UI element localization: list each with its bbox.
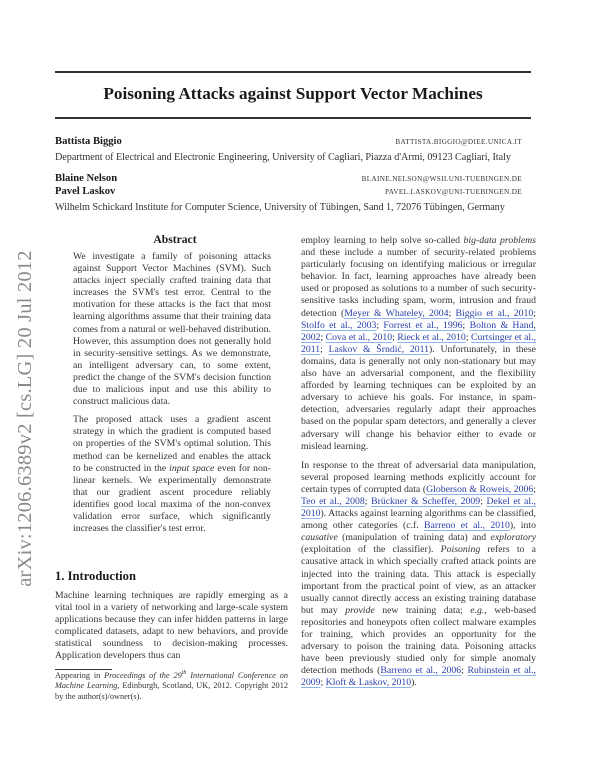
superscript: th [181,670,187,677]
citation-link[interactable]: Dekel et al., 2010 [301,495,536,520]
text-run: ). Unfortunately, in these domains, data… [301,343,536,452]
right-column-body: employ learning to help solve so-called … [301,235,536,696]
citation-link[interactable]: Meyer & Whateley, 2004 [344,307,449,319]
paper-title: Poisoning Attacks against Support Vector… [103,84,483,103]
text-run: new training data; [374,604,471,616]
text-run: , Edinburgh, Scotland, UK, 2012. Copyrig… [55,681,288,701]
footnote-rule [55,669,112,670]
author-row: Pavel Laskov pavel.laskov@uni-tuebingen.… [55,186,531,198]
citation-link[interactable]: Globerson & Roweis, 2006 [426,483,534,495]
body-paragraph: employ learning to help solve so-called … [301,235,537,452]
text-run: Appearing in [55,671,105,680]
text-run: (exploitation of the classifier). [301,544,441,556]
affiliation: Department of Electrical and Electronic … [55,152,511,163]
text-run: even for non-linear kernels. We experime… [73,462,271,535]
emphasis: exploratory [490,532,537,544]
author-block-cagliari: Battista Biggio battista.biggio@diee.uni… [55,136,531,163]
emphasis: e.g. [470,604,485,616]
citation-link[interactable]: Cova et al., 2010 [325,331,393,343]
author-name: Battista Biggio [55,136,122,147]
text-run: refers to a causative attack in which sp… [301,544,536,616]
intro-paragraph: Machine learning techniques are rapidly … [55,590,288,662]
text-run: In response to the threat of adversarial… [301,459,536,495]
author-row: Blaine Nelson blaine.nelson@wsii.uni-tue… [55,173,531,185]
text-run: The proposed attack uses a gradient asce… [73,414,271,474]
citation-link[interactable]: Teo et al., 2008 [301,495,365,507]
abstract-heading: Abstract [153,233,197,246]
emphasis: International Conference on Machine Lear… [55,671,288,691]
text-run: employ learning to help solve so-called [301,235,464,246]
emphasis: causative [301,532,338,544]
author-row: Battista Biggio battista.biggio@diee.uni… [55,136,531,148]
author-block-tuebingen: Blaine Nelson blaine.nelson@wsii.uni-tue… [55,173,531,213]
author-email[interactable]: battista.biggio@diee.unica.it [395,138,522,146]
citation-link[interactable]: Bolton & Hand, 2002 [301,319,536,343]
author-name: Blaine Nelson [55,173,118,184]
citation-link[interactable]: Kloft & Laskov, 2010 [325,677,412,689]
citation-link[interactable]: Curtsinger et al., 2011 [301,331,537,355]
affiliation: Wilhelm Schickard Institute for Computer… [55,202,505,213]
citation-link[interactable]: Brückner & Scheffer, 2009 [371,495,481,507]
author-name: Pavel Laskov [55,186,116,197]
title-rule-top [55,71,531,73]
citation-link[interactable]: Rubinstein et al., 2009 [301,665,536,689]
emphasis: big-data problems [463,235,536,246]
citation-link[interactable]: Stolfo et al., 2003 [301,319,377,331]
author-email[interactable]: blaine.nelson@wsii.uni-tuebingen.de [361,175,522,183]
title-rule-bottom [55,117,531,119]
text-run: and these include a number of security-r… [301,247,536,319]
citation-link[interactable]: Barreno et al., 2006 [380,665,462,677]
arxiv-identifier: arXiv:1206.6389v2 [cs.LG] 20 Jul 2012 [13,249,36,587]
citation-link[interactable]: Forrest et al., 1996 [383,319,463,331]
abstract-paragraph: The proposed attack uses a gradient asce… [73,414,271,535]
emphasis: Proceedings of the 29 [104,671,182,680]
introduction-body: Machine learning techniques are rapidly … [55,590,288,669]
body-paragraph: In response to the threat of adversarial… [301,459,537,689]
footnote: Appearing in Proceedings of the 29th Int… [55,670,288,702]
citation-link[interactable]: Barreno et al., 2010 [424,520,510,532]
text-run: ), into [509,520,536,532]
text-run: , web-based repositories and honeypots o… [301,604,536,677]
emphasis: input space [169,462,215,474]
section-heading-introduction: 1. Introduction [55,569,136,583]
abstract-paragraph: We investigate a family of poisoning att… [73,251,271,408]
text-run: ). Attacks against learning algorithms c… [301,508,536,532]
citation-link[interactable]: Rieck et al., 2010 [397,331,466,343]
emphasis: provide [345,604,375,616]
arxiv-stamp: arXiv:1206.6389v2 [cs.LG] 20 Jul 2012 [2,218,48,618]
author-email[interactable]: pavel.laskov@uni-tuebingen.de [385,188,522,196]
citation-link[interactable]: Laskov & Šrndić, 2011 [328,343,430,355]
citation-link[interactable]: Biggio et al., 2010 [455,307,534,319]
text-run: ). [411,677,417,689]
text-run: (manipulation of training data) and [337,532,491,544]
emphasis: Poisoning [440,544,481,556]
abstract-body: We investigate a family of poisoning att… [73,251,271,541]
